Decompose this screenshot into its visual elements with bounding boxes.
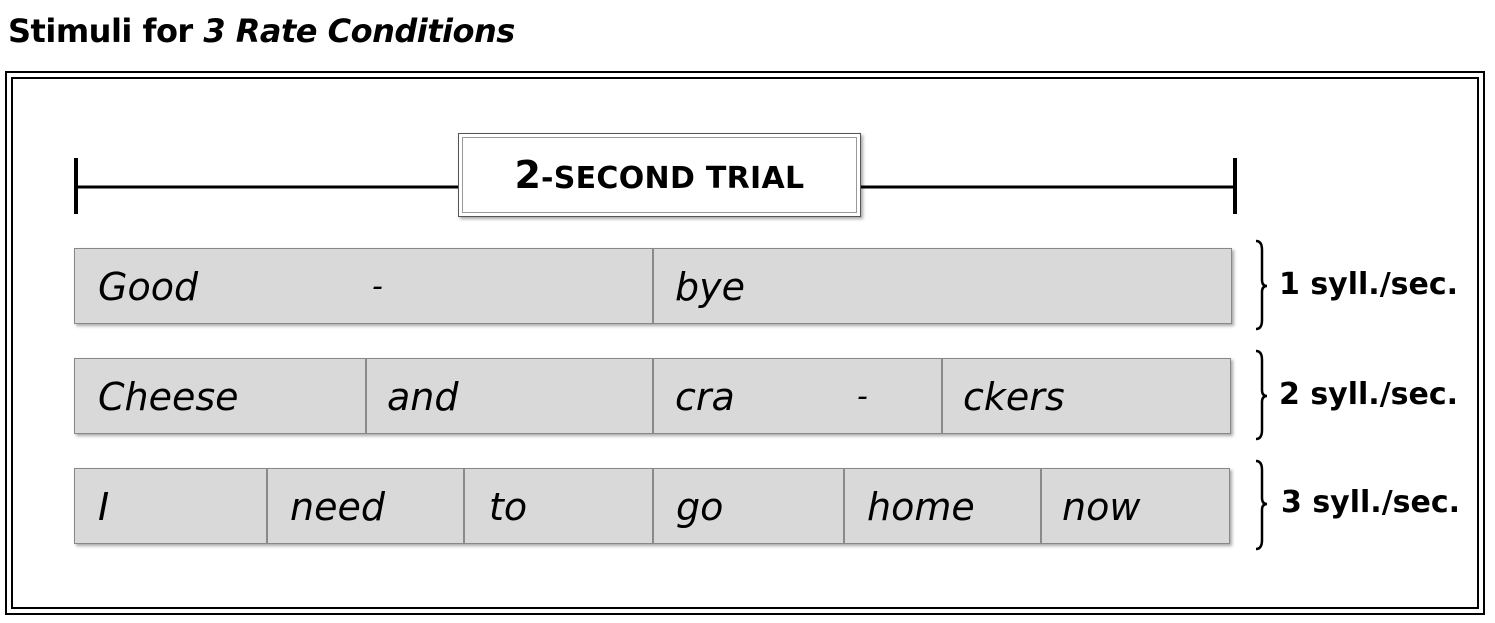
inner-frame — [11, 77, 1479, 609]
syllable-segment: Cheese — [75, 359, 365, 433]
syllable-bye: bye — [675, 265, 745, 309]
syllable-hyphen: - — [857, 379, 868, 414]
rate-row-3: I need to go home now — [74, 468, 1230, 544]
syllable-segment: go — [652, 469, 843, 543]
trial-text: -SECOND TRIAL — [540, 161, 805, 196]
diagram-title: Stimuli for 3 Rate Conditions — [8, 12, 515, 50]
syllable-cheese: Cheese — [98, 375, 239, 419]
rate-label-1: 1 syll./sec. — [1279, 267, 1459, 302]
syllable-good: Good — [98, 265, 199, 309]
syllable-to: to — [489, 485, 528, 529]
syllable-segment: home — [843, 469, 1040, 543]
trial-box-inner-border — [462, 137, 857, 213]
syllable-cra: cra — [675, 375, 735, 419]
rate-row-1: Good - bye — [74, 248, 1232, 324]
trial-number: 2 — [514, 153, 541, 197]
bracket-row-1 — [1255, 239, 1268, 331]
syllable-segment: cra - — [652, 359, 941, 433]
outer-frame — [5, 71, 1485, 615]
syllable-segment: and — [365, 359, 652, 433]
rate-label-3: 3 syll./sec. — [1281, 485, 1461, 520]
syllable-segment: need — [266, 469, 463, 543]
syllable-segment: now — [1040, 469, 1230, 543]
title-prefix: Stimuli for — [8, 12, 204, 50]
syllable-now: now — [1062, 485, 1141, 529]
syllable-need: need — [290, 485, 385, 529]
bracket-row-3 — [1255, 459, 1268, 551]
syllable-hyphen: - — [372, 269, 383, 304]
syllable-go: go — [676, 485, 724, 529]
syllable-segment: Good - — [75, 249, 652, 323]
syllable-ckers: ckers — [963, 375, 1065, 419]
syllable-segment: to — [463, 469, 652, 543]
syllable-segment: bye — [652, 249, 1232, 323]
bracket-row-2 — [1255, 349, 1268, 441]
syllable-segment: ckers — [941, 359, 1231, 433]
rate-label-2: 2 syll./sec. — [1279, 377, 1459, 412]
trial-label: 2-SECOND TRIAL — [515, 153, 805, 197]
title-emphasis: 3 Rate Conditions — [203, 12, 515, 50]
syllable-home: home — [867, 485, 975, 529]
rate-row-2: Cheese and cra - ckers — [74, 358, 1231, 434]
trial-duration-box: 2-SECOND TRIAL — [458, 133, 861, 217]
syllable-segment: I — [75, 469, 266, 543]
syllable-i: I — [98, 485, 110, 529]
syllable-and: and — [387, 375, 459, 419]
